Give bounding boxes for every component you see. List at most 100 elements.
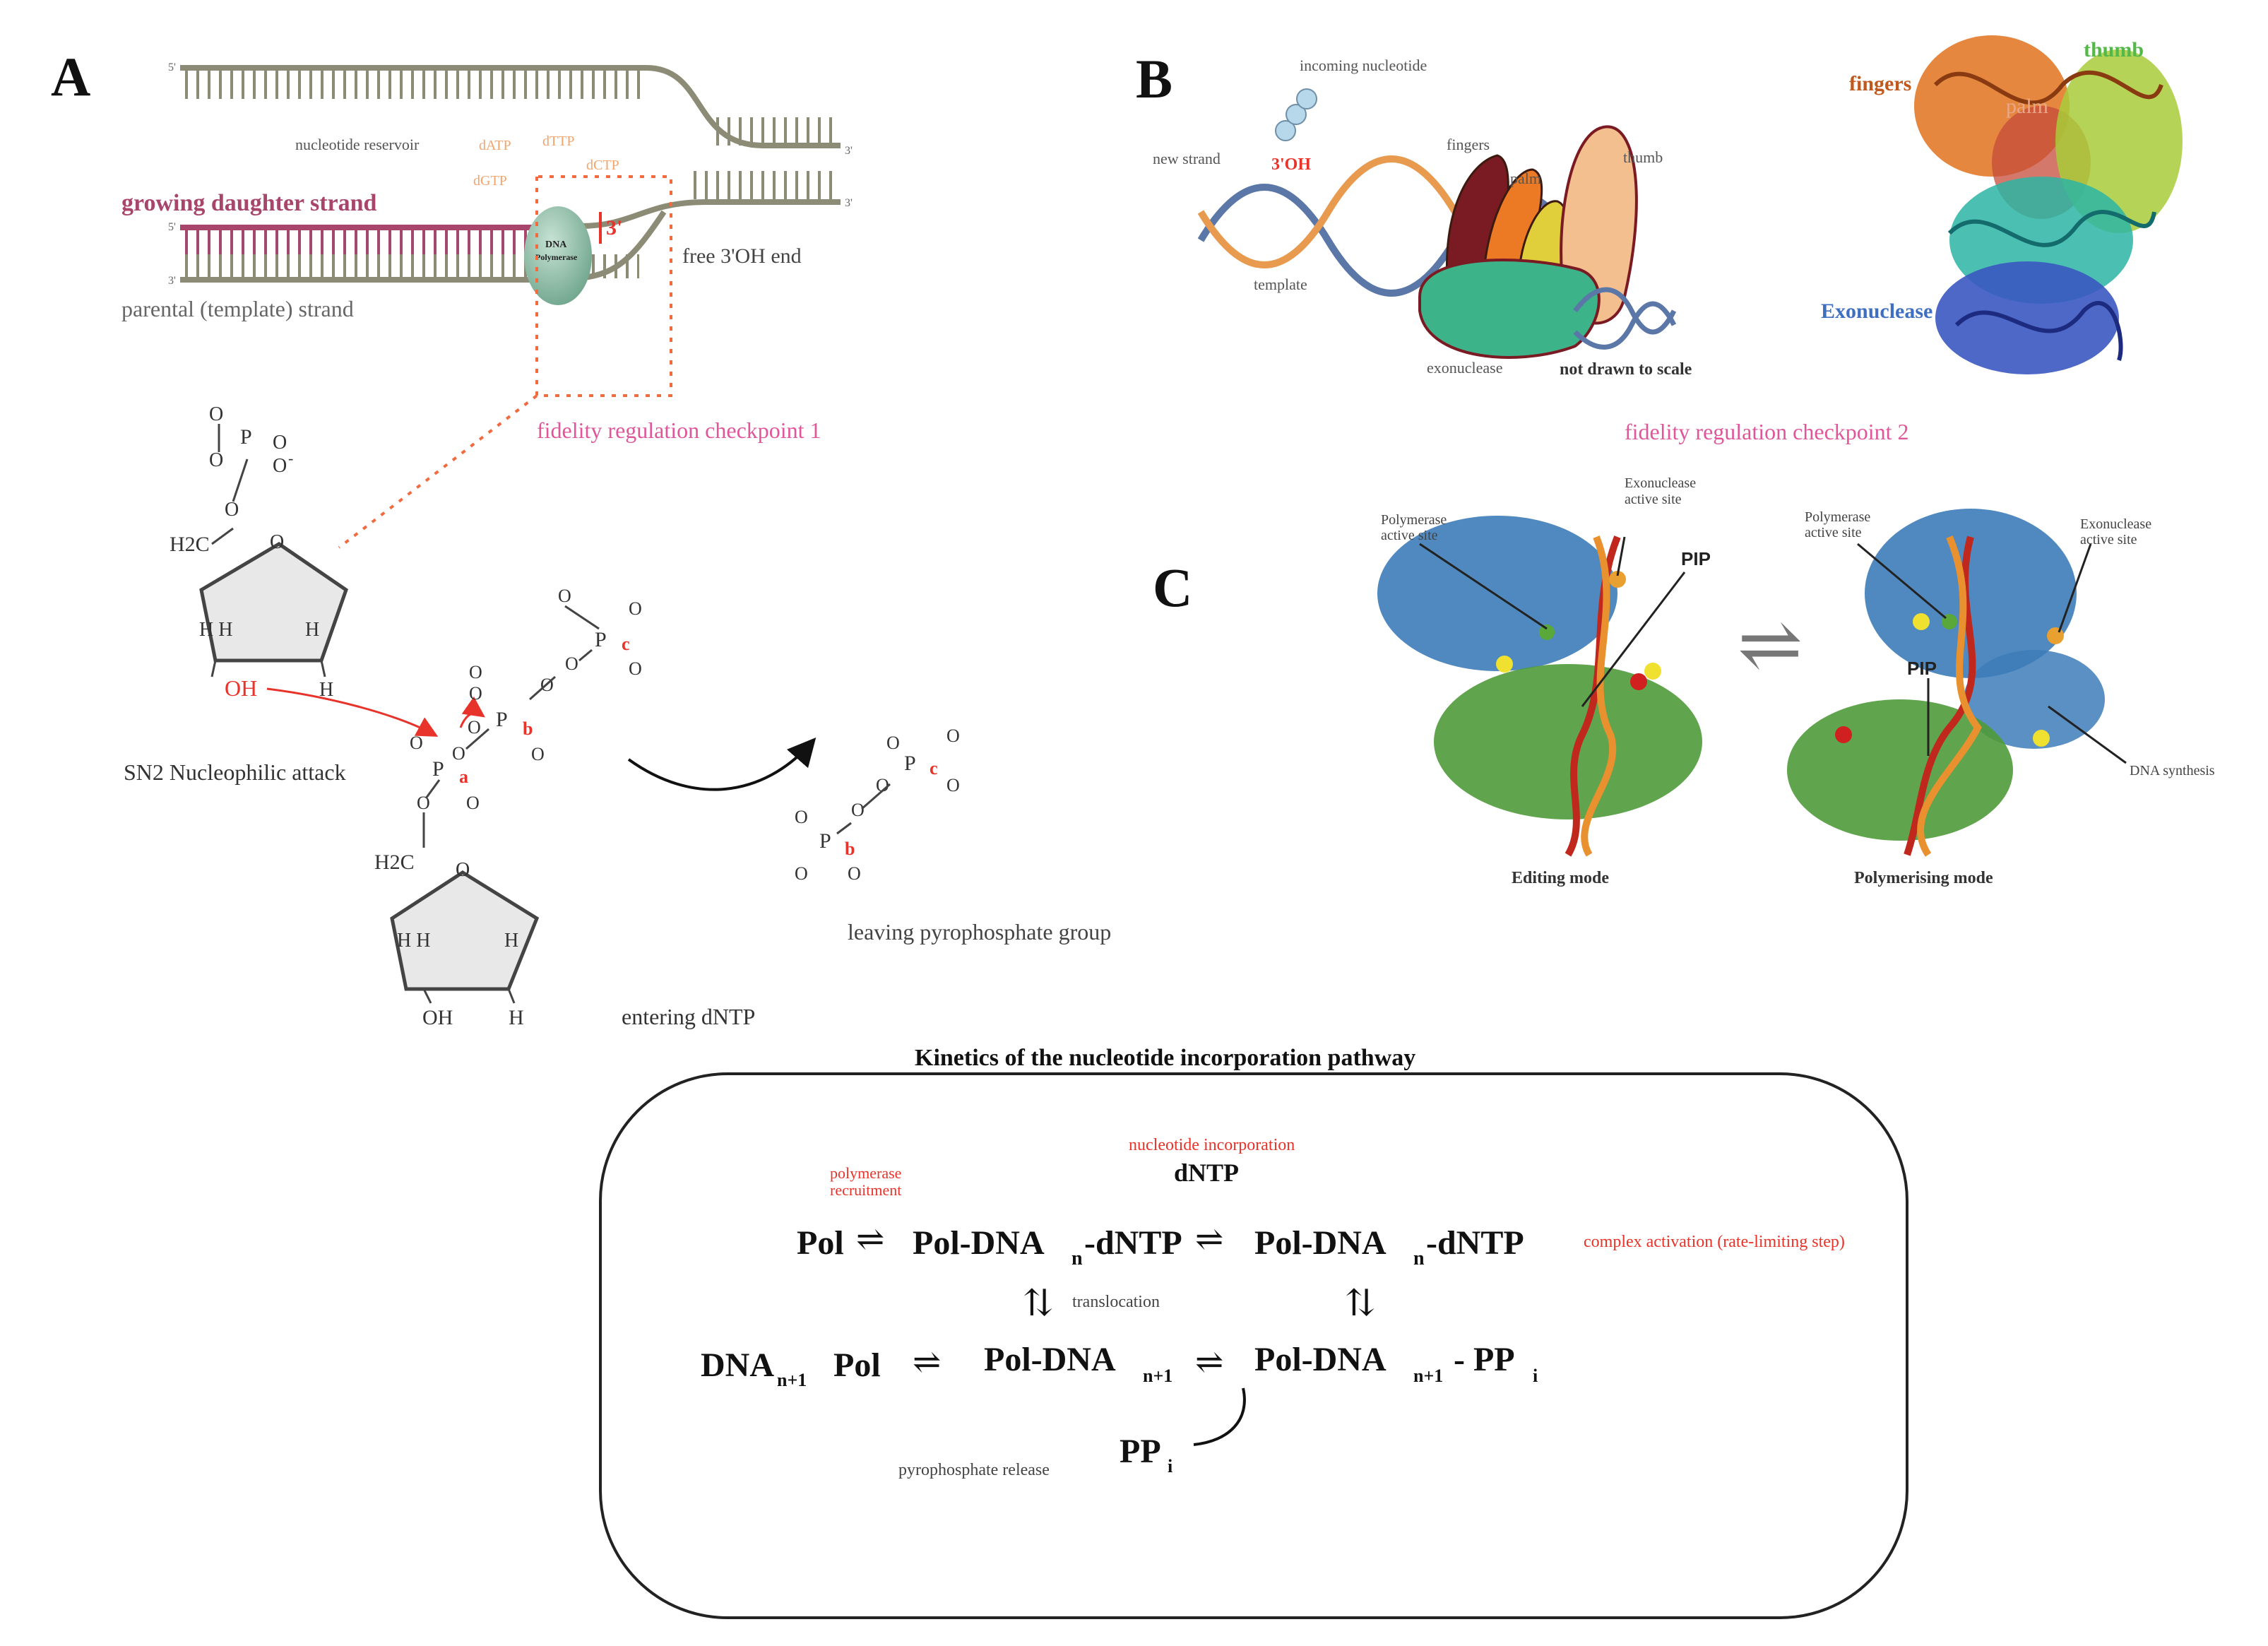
primer-h-bottom: H	[319, 679, 333, 701]
row2-complex-1-sub: n+1	[1143, 1366, 1172, 1386]
row1-pol: Pol	[797, 1224, 844, 1262]
dntp-chain-2	[465, 728, 489, 750]
exit-dna-helix-2	[1573, 301, 1677, 350]
editing-exo-site-label-1: Exonuclease	[1625, 475, 1696, 491]
release-arrow	[1193, 1387, 1246, 1446]
dntp-o-13: O	[466, 793, 480, 813]
not-to-scale-label: not drawn to scale	[1560, 360, 1692, 379]
dna-synthesis-label: DNA synthesis	[2130, 763, 2215, 778]
palm-label: palm	[1510, 170, 1541, 187]
dntp-o-5: O	[531, 744, 545, 764]
end-label-3-left-bottom: 3'	[168, 275, 176, 287]
editing-red-marker	[1630, 673, 1647, 690]
row2-complex-2-suffix: - PP	[1454, 1341, 1515, 1378]
structure-exo-region	[1935, 261, 2119, 374]
dntp-o-8: O	[558, 586, 571, 606]
editing-yellow-marker-2	[1644, 663, 1661, 680]
dntp-o-9: O	[629, 598, 642, 619]
ppi-p-gamma: P	[904, 752, 916, 775]
polymerising-pol-site-label-2: active site	[1805, 525, 1862, 540]
primer-hh: H H	[199, 619, 232, 641]
end-label-3-right-mid: 3'	[845, 197, 853, 209]
lower-right-bases	[692, 171, 841, 199]
recruitment-label-2: recruitment	[830, 1181, 901, 1199]
top-strand-bases	[180, 71, 646, 99]
row1-complex-2: Pol-DNA	[1254, 1224, 1387, 1262]
ppi-bond-2	[836, 822, 852, 835]
editing-green-domain	[1434, 664, 1702, 819]
dntp-o-4: O	[469, 683, 482, 704]
editing-dna-orange	[1581, 535, 1617, 857]
end-label-5-left-mid: 5'	[168, 221, 176, 233]
checkpoint-dotted-link	[338, 394, 538, 549]
dntp-top-label: dNTP	[1174, 1159, 1239, 1187]
editing-pol-site-label-1: Polymerase	[1381, 512, 1447, 528]
release-pp-sub: i	[1168, 1456, 1172, 1476]
checkpoint-dotted-box	[535, 175, 672, 397]
dctp-label: dCTP	[586, 158, 619, 173]
ppi-o-4: O	[876, 775, 889, 795]
top-strand-backbone	[180, 65, 646, 71]
polymerising-mode-structure: Polymerase active site Exonuclease activ…	[1787, 509, 2215, 887]
replication-fork: DNA Polymerase 3' 5' 3' 3' 5' 3' nucleot…	[121, 61, 853, 549]
new-strand-label: new strand	[1153, 150, 1221, 167]
structure-fingers-label: fingers	[1849, 72, 1911, 95]
dgtp-label: dGTP	[473, 173, 507, 189]
activation-eq: ⇅	[1345, 1284, 1376, 1324]
primer-h2c: H2C	[170, 533, 210, 556]
dntp-h-bottom: H	[509, 1006, 524, 1029]
ppi-bond-1	[861, 783, 891, 810]
release-label: pyrophosphate release	[898, 1461, 1050, 1479]
primer-h2c-bond	[211, 527, 234, 545]
dntp-o-1: O	[410, 733, 423, 753]
kinetics-scheme: polymerase recruitment nucleotide incorp…	[701, 1136, 1845, 1479]
dntp-chain-4	[578, 649, 593, 662]
polymerase-schematic: incoming nucleotide 3'OH new strand temp…	[1153, 57, 1692, 379]
kinetics-title: Kinetics of the nucleotide incorporation…	[915, 1045, 1415, 1071]
dntp-o-2: O	[452, 743, 465, 764]
incorporation-label: nucleotide incorporation	[1129, 1136, 1295, 1154]
dntp-chain-1	[424, 779, 441, 799]
polymerising-blue-domain	[1865, 509, 2077, 678]
primer-ring-o: O	[270, 531, 284, 553]
editing-pol-leader	[1419, 543, 1548, 630]
dntp-p-alpha: P	[432, 757, 444, 781]
editing-pip-label: PIP	[1681, 548, 1711, 569]
row1-eq-2: ⇌	[1195, 1221, 1223, 1258]
structure-thumb-label: thumb	[2084, 38, 2144, 61]
dntp-gamma: c	[622, 634, 630, 654]
dntp-o-7: O	[565, 653, 578, 674]
chemistry-reaction: O O P O O - O H2C O H H H H OH SN2 Nucle…	[124, 403, 1111, 1029]
row1-complex-1-suffix: -dNTP	[1084, 1224, 1182, 1262]
sn2-label: SN2 Nucleophilic attack	[124, 759, 346, 785]
panel-letter-a: A	[51, 46, 90, 107]
structure-palm-label: palm	[2006, 95, 2048, 118]
dntp-ring-o: O	[456, 859, 470, 881]
bond-break-arrow	[459, 696, 485, 728]
daughter-strand-bases	[180, 230, 547, 259]
exonuclease-label: exonuclease	[1427, 359, 1503, 377]
ppi-o-1: O	[886, 733, 900, 753]
ppi-o-6: O	[795, 807, 808, 827]
datp-label: dATP	[479, 138, 511, 153]
translocation-label: translocation	[1072, 1293, 1160, 1311]
polymerising-red-marker	[1835, 726, 1852, 743]
thumb-label: thumb	[1623, 148, 1663, 166]
incoming-nucleotide-label: incoming nucleotide	[1300, 57, 1427, 74]
editing-pip-leader	[1581, 572, 1686, 707]
exit-dna-helix-1	[1573, 287, 1677, 335]
row2-eq-2: ⇌	[1195, 1344, 1223, 1381]
ppi-p-beta: P	[819, 829, 831, 853]
ppi-beta: b	[845, 839, 855, 859]
kinetics-box	[599, 1072, 1908, 1619]
primer-h-bond-1	[210, 660, 217, 677]
dntp-chain-5	[564, 605, 600, 630]
dntp-chain-3	[529, 675, 556, 701]
ppi-o-3: O	[946, 775, 960, 795]
template-label: template	[1254, 276, 1307, 293]
daughter-strand-backbone	[180, 225, 547, 230]
row2-dna-sub: n+1	[777, 1370, 807, 1390]
dntp-sugar-ring	[390, 870, 540, 991]
editing-exo-leader	[1616, 536, 1626, 576]
